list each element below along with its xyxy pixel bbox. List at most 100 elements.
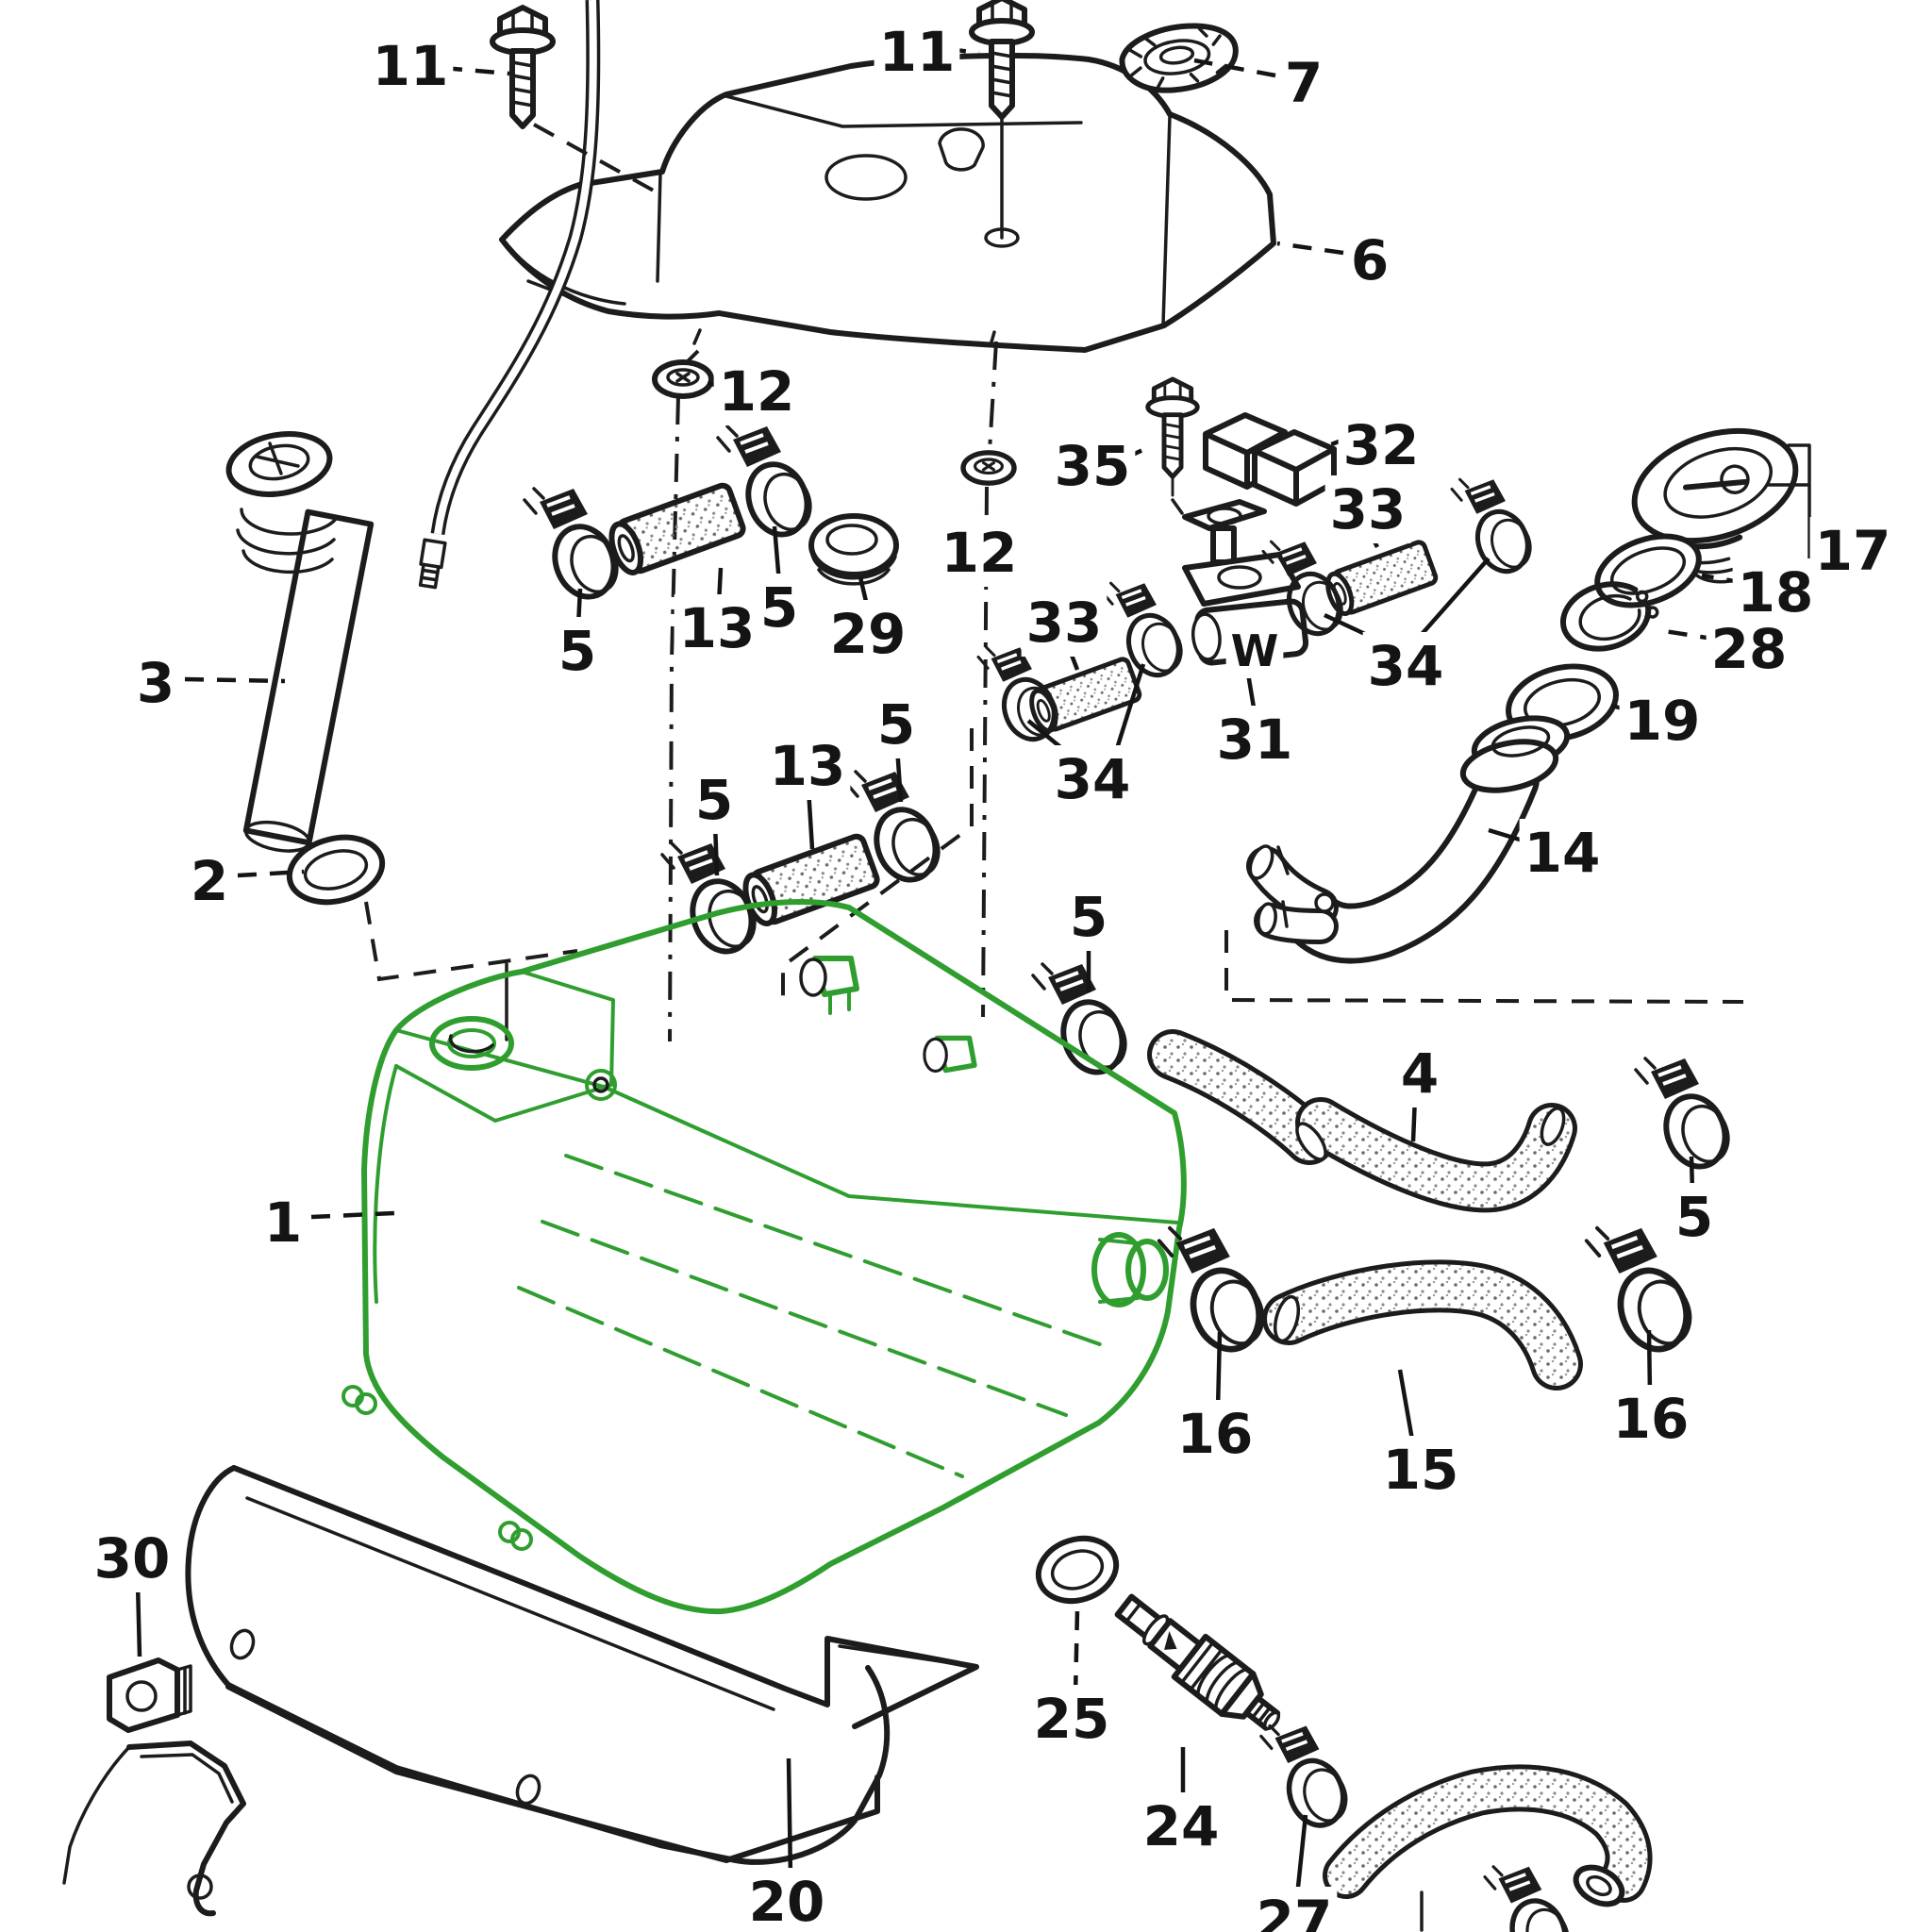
lower-cover-20 [62, 1465, 979, 1917]
leader-line [1646, 1329, 1653, 1395]
leader-line [1193, 58, 1276, 78]
hose-15 [1262, 1259, 1583, 1391]
washer-pump-24 [1114, 1593, 1281, 1731]
label-backing [1172, 1400, 1258, 1468]
part-label-28-text: 28 [1711, 617, 1788, 681]
part-label-34-right-text: 34 [1368, 634, 1444, 698]
part-label-17: 17 [1809, 517, 1896, 585]
label-backing [1028, 1685, 1115, 1753]
label-backing [764, 732, 851, 800]
part-label-4: 4 [1395, 1040, 1444, 1142]
reservoir-tank [499, 52, 1276, 353]
part-label-7: 7 [1193, 49, 1328, 117]
part-label-5-d-text: 5 [877, 692, 915, 757]
part-label-12-lower-text: 12 [941, 521, 1018, 585]
label-backing [1345, 226, 1394, 294]
leader-line [310, 1210, 395, 1220]
label-backing [1225, 624, 1284, 678]
label-backing [258, 1189, 308, 1257]
label-backing [1138, 1792, 1224, 1860]
clamp-34-d [1452, 479, 1537, 578]
group-bracket-hoses [781, 728, 974, 1008]
part-label-15-text: 15 [1383, 1438, 1459, 1502]
assembly-line-left [668, 349, 700, 1042]
part-label-28: 28 [1657, 615, 1792, 683]
part-label-20: 20 [743, 1757, 830, 1932]
hose-4 [1147, 1029, 1577, 1213]
part-label-27-text: 27 [1257, 1889, 1333, 1932]
label-backing [1279, 49, 1328, 117]
part-label-16-left-text: 16 [1177, 1402, 1254, 1466]
filler-cap-17 [1631, 427, 1799, 584]
label-backing [1211, 706, 1298, 774]
part-label-16-right-text: 16 [1613, 1387, 1690, 1451]
part-label-5-b: 5 [755, 525, 804, 641]
part-label-6-text: 6 [1351, 228, 1389, 292]
part-label-5-e: 5 [1064, 883, 1113, 992]
part-label-33-right: 33 [1324, 475, 1411, 549]
part-label-5-c-text: 5 [695, 768, 733, 832]
part-label-17-text: 17 [1815, 519, 1891, 583]
part-label-12-upper-text: 12 [719, 359, 795, 424]
part-label-4-text: 4 [1401, 1041, 1439, 1106]
label-backing [1251, 1887, 1338, 1932]
valve-32 [1171, 412, 1337, 602]
part-label-11-left: 11 [367, 32, 510, 100]
part-label-5-f-text: 5 [1675, 1185, 1713, 1249]
label-backing [1619, 687, 1706, 755]
part-label-13-lower: 13 [764, 732, 851, 850]
part-label-25-text: 25 [1034, 1687, 1110, 1751]
label-backing [131, 649, 180, 717]
leader-line [135, 1582, 142, 1657]
part-label-13-upper-text: 13 [679, 596, 756, 660]
label-backing [367, 32, 454, 100]
marking-valve-w-text: W [1231, 625, 1279, 676]
part-label-16-right: 16 [1607, 1329, 1694, 1453]
part-label-35: 35 [1049, 432, 1154, 500]
leader-line [1294, 1814, 1308, 1897]
label-backing [874, 18, 960, 86]
leader-line [1415, 557, 1491, 641]
part-label-24: 24 [1138, 1747, 1224, 1860]
washer-hose-line [418, 0, 601, 590]
grommet-12-lower [963, 453, 1014, 483]
part-label-24-text: 24 [1143, 1794, 1220, 1858]
leader-line [442, 65, 510, 76]
bushing-29 [808, 513, 899, 586]
part-label-32-text: 32 [1343, 413, 1420, 477]
hose-14 [1246, 715, 1571, 964]
label-backing [690, 766, 739, 834]
clamp-5-f [1636, 1058, 1736, 1174]
label-backing [1519, 819, 1606, 887]
label-backing [872, 691, 921, 758]
part-label-32: 32 [1318, 411, 1424, 479]
label-backing [713, 358, 800, 425]
part-label-33-right-text: 33 [1330, 477, 1407, 541]
part-label-6: 6 [1276, 226, 1394, 294]
o-ring-2 [286, 834, 386, 906]
part-label-5-c: 5 [690, 766, 739, 876]
label-backing [89, 1524, 175, 1592]
part-label-3-text: 3 [137, 651, 175, 715]
leader-line [237, 869, 305, 878]
washer-fluid-tank-1 [341, 899, 1187, 1615]
part-label-5-e-text: 5 [1070, 885, 1108, 949]
label-backing [936, 519, 1023, 587]
label-backing [1049, 745, 1136, 813]
label-backing [1607, 1385, 1694, 1453]
label-backing [1706, 615, 1792, 683]
label-backing [755, 574, 804, 641]
tank-side-nozzle [1091, 1232, 1169, 1307]
part-label-35-text: 35 [1055, 434, 1131, 498]
label-backing [1670, 1183, 1719, 1251]
clip-30 [107, 1657, 192, 1733]
label-backing [185, 847, 234, 915]
part-label-18-text: 18 [1738, 560, 1814, 625]
part-label-2-text: 2 [191, 849, 228, 913]
part-label-7-text: 7 [1285, 51, 1323, 115]
part-label-31-text: 31 [1217, 708, 1293, 772]
label-backing [553, 617, 602, 685]
leader-line [786, 1757, 793, 1878]
part-label-16-left: 16 [1172, 1331, 1258, 1468]
